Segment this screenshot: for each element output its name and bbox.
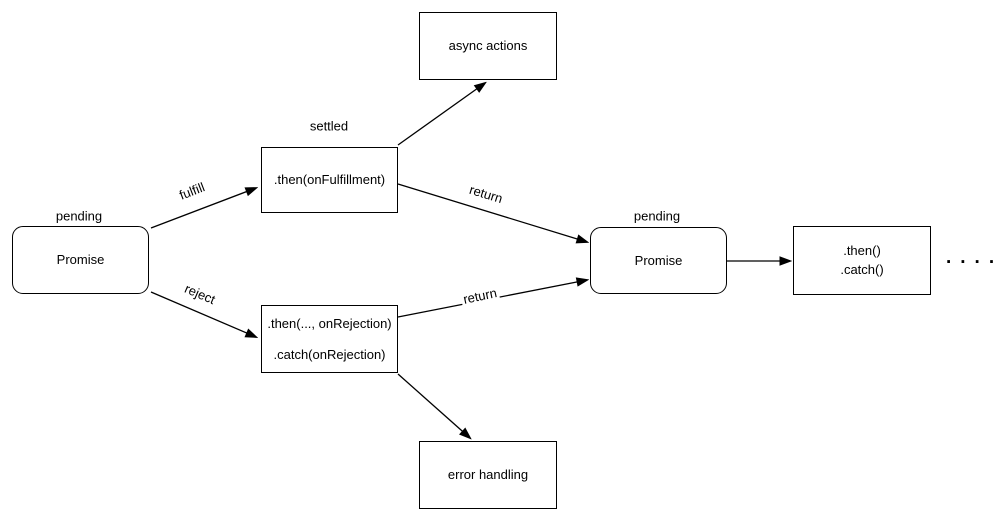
node-then-fulfillment-label: .then(onFulfillment) — [273, 172, 386, 187]
state-label-settled: settled — [307, 118, 351, 134]
node-then-fulfillment: .then(onFulfillment) — [261, 147, 398, 213]
node-promise-next-label: Promise — [634, 252, 683, 268]
node-then-catch-line2: .catch() — [840, 262, 884, 277]
node-then-rejection-line2: .catch(onRejection) — [273, 346, 386, 362]
node-async-actions: async actions — [419, 12, 557, 80]
node-then-rejection: .then(..., onRejection) .catch(onRejecti… — [261, 305, 398, 373]
edge-label-reject: reject — [180, 280, 220, 308]
state-label-pending-next: pending — [631, 208, 683, 224]
node-async-actions-label: async actions — [448, 38, 528, 53]
node-then-catch-line1: .then() — [843, 243, 881, 258]
node-promise-initial-label: Promise — [56, 252, 105, 267]
continuation-dots: .... — [946, 247, 1000, 268]
edge-label-return-fulfilled: return — [465, 181, 507, 207]
node-promise-next: Promise — [590, 227, 727, 294]
state-label-pending-initial: pending — [53, 208, 105, 224]
edge-to-async-actions-arrow — [397, 83, 485, 146]
node-error-handling-label: error handling — [447, 467, 529, 482]
edge-label-fulfill: fulfill — [175, 178, 209, 204]
node-error-handling: error handling — [419, 441, 557, 509]
edge-to-error-handling-arrow — [397, 373, 470, 438]
node-then-rejection-line1: .then(..., onRejection) — [267, 315, 392, 331]
node-then-catch: .then() .catch() — [793, 226, 931, 295]
node-promise-initial: Promise — [12, 226, 149, 294]
edge-label-return-rejected: return — [459, 284, 501, 308]
